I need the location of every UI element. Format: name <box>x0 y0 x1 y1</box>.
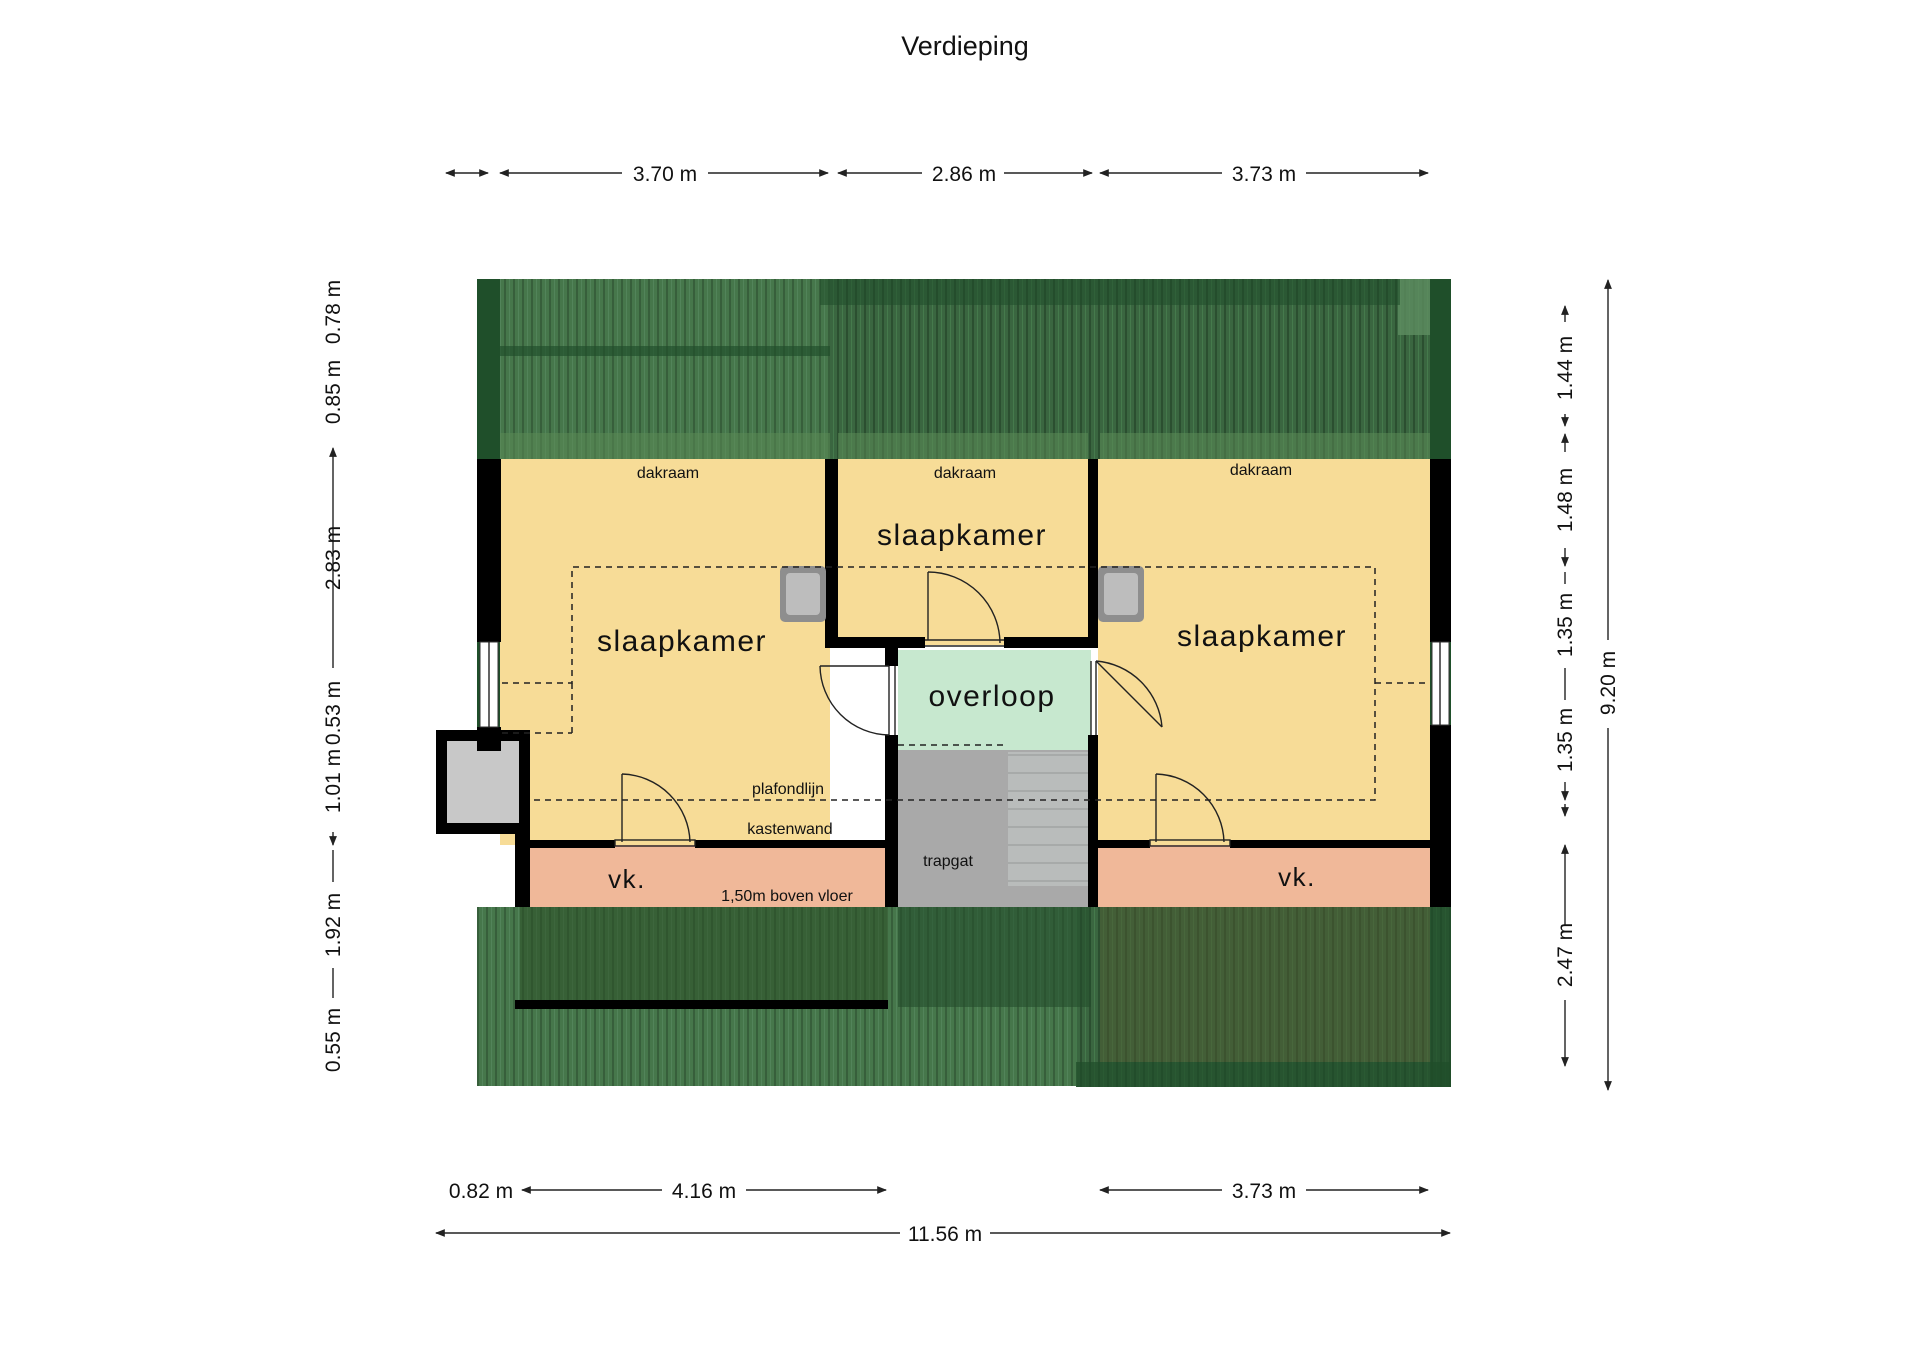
chimney-inner <box>447 741 519 823</box>
storage-right-floor <box>1098 845 1430 907</box>
storage-left-floor <box>522 845 888 907</box>
wall-landing-left <box>885 645 898 666</box>
label-overloop: overloop <box>928 680 1055 713</box>
roof-top-middle-eave <box>838 433 1088 459</box>
wall-landing-left-lower <box>885 735 898 907</box>
sink-right-basin <box>1104 573 1138 615</box>
dim-left-3: 2.83 m <box>322 526 345 590</box>
dim-left-5: 1.01 m <box>322 749 345 813</box>
roof-bottom-right-side <box>1430 907 1451 1087</box>
wall-storage-left-bottom <box>515 1000 888 1009</box>
dim-top-3: 3.73 m <box>1232 163 1296 186</box>
dim-left-6: 1.92 m <box>322 893 345 957</box>
dim-top-2: 2.86 m <box>932 163 996 186</box>
dim-total-width: 11.56 m <box>908 1223 982 1246</box>
wall-bedroom-middle-left <box>825 459 838 645</box>
roof-top-left-band <box>500 346 830 356</box>
dimensions-top: 3.70 m 2.86 m 3.73 m <box>445 163 1429 186</box>
wall-storage-right-top-a <box>1090 840 1150 848</box>
plan-title: Verdieping <box>901 31 1029 61</box>
dim-bottom-1: 0.82 m <box>449 1180 513 1203</box>
roof-top-middle <box>830 279 1094 459</box>
dim-bottom-3: 3.73 m <box>1232 1180 1296 1203</box>
wall-landing-right <box>1088 735 1098 907</box>
wall-middle-bottom-left <box>825 637 925 648</box>
dim-right-4: 1.35 m <box>1554 708 1577 772</box>
label-dakraam-right: dakraam <box>1230 462 1292 479</box>
roof-top-left <box>500 279 830 459</box>
bedroom-left-floor <box>500 459 830 845</box>
stairs <box>1008 752 1090 886</box>
dim-right-5: 2.47 m <box>1554 923 1577 987</box>
wall-right-lower <box>1430 725 1451 907</box>
dimensions-right: 1.44 m 1.48 m 1.35 m 1.35 m 2.47 m 9.20 … <box>1554 279 1620 1091</box>
dim-right-1: 1.44 m <box>1554 336 1577 400</box>
roof-top-right <box>1094 279 1451 459</box>
label-trapgat: trapgat <box>923 853 973 870</box>
dim-left-2: 0.85 m <box>322 360 345 424</box>
wall-middle-bottom-right <box>1004 637 1098 648</box>
label-slaapkamer-middle: slaapkamer <box>877 519 1047 552</box>
label-dakraam-left: dakraam <box>637 465 699 482</box>
wall-storage-left-top-a <box>515 840 615 848</box>
dim-left-1: 0.78 m <box>322 280 345 344</box>
dim-bottom-2: 4.16 m <box>672 1180 736 1203</box>
roof-bottom-dark-panel-right <box>1100 907 1430 1062</box>
doors <box>614 571 1231 847</box>
ceiling-line <box>502 566 1430 801</box>
wall-left-lower <box>477 727 501 751</box>
label-plafondlijn: plafondlijn <box>752 781 824 798</box>
roof-top-right-eave <box>1100 433 1430 459</box>
wall-left-chimney-side <box>515 834 530 907</box>
label-boven-vloer: 1,50m boven vloer <box>721 888 853 905</box>
label-kastenwand: kastenwand <box>747 821 832 838</box>
bedroom-middle-floor <box>838 459 1090 645</box>
wall-storage-left-top-b <box>695 840 893 848</box>
label-vk-right: vk. <box>1278 862 1316 892</box>
roof-top-left-eave <box>500 433 830 459</box>
dim-right-2: 1.48 m <box>1554 468 1577 532</box>
dim-top-1: 3.70 m <box>633 163 697 186</box>
landing-floor <box>898 650 1091 750</box>
dimensions-bottom: 0.82 m 4.16 m 3.73 m 11.56 m <box>435 1180 1451 1246</box>
label-slaapkamer-left: slaapkamer <box>597 625 767 658</box>
roof-bottom-right-edge <box>1076 1062 1451 1087</box>
label-slaapkamer-right: slaapkamer <box>1177 620 1347 653</box>
wall-storage-right-top-b <box>1230 840 1450 848</box>
sink-left-basin <box>786 573 820 615</box>
walls <box>477 459 1451 1009</box>
label-vk-left: vk. <box>608 864 646 894</box>
label-dakraam-middle: dakraam <box>934 465 996 482</box>
dim-right-3: 1.35 m <box>1554 593 1577 657</box>
dimensions-left: 0.78 m 0.85 m 2.83 m 0.53 m 1.01 m 1.92 … <box>322 280 345 1072</box>
wall-bedroom-middle-right <box>1088 459 1098 645</box>
wall-right-upper <box>1430 459 1451 642</box>
roof-areas <box>477 279 1451 1087</box>
dim-left-4: 0.53 m <box>322 681 345 745</box>
roof-bottom-dark-panel-mid <box>898 907 1091 1007</box>
dim-total-height: 9.20 m <box>1597 651 1620 715</box>
roof-top-dark-band <box>820 279 1400 305</box>
wall-left-upper <box>477 459 501 642</box>
dim-left-7: 0.55 m <box>322 1008 345 1072</box>
roof-bottom-dark-panel-left <box>520 907 888 1007</box>
